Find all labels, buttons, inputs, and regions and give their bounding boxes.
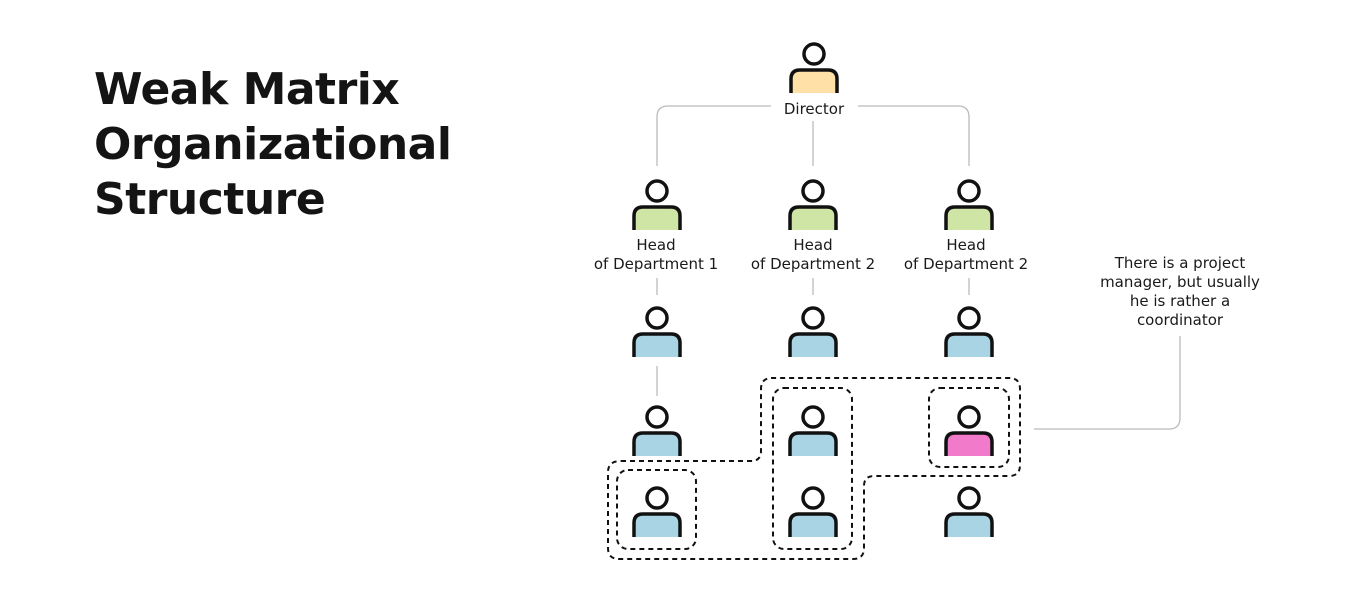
person-body (791, 70, 837, 93)
staff-dept3-row1-person-icon (944, 306, 994, 357)
head-dept2-label-line2: of Department 2 (751, 255, 875, 273)
person-body (634, 514, 680, 537)
person-head (801, 486, 825, 510)
person-head (957, 405, 981, 429)
note-line-3: he is rather a (1130, 292, 1230, 310)
head-dept2-person-icon (788, 179, 838, 230)
person-head (957, 486, 981, 510)
person-body-outline (944, 332, 994, 357)
person-icons (632, 42, 994, 537)
staff-dept1-row2-person-icon (632, 405, 682, 456)
person-body-outline (632, 431, 682, 456)
person-body-outline (788, 512, 838, 537)
person-body-outline (944, 431, 994, 456)
person-body-outline (789, 68, 839, 93)
project-team-outlines (607, 377, 1021, 560)
person-body (946, 334, 992, 357)
person-body (634, 207, 680, 230)
title-line-3: Structure (94, 174, 326, 225)
person-head (645, 179, 669, 203)
project-member-outline-dept1 (616, 469, 697, 550)
diagram-title: Weak Matrix Organizational Structure (94, 62, 452, 227)
note-line-4: coordinator (1137, 311, 1224, 329)
project-manager-outline (928, 387, 1010, 468)
person-head (957, 306, 981, 330)
director-person-icon (789, 42, 839, 93)
head-dept1-label-line2: of Department 1 (594, 255, 718, 273)
person-head (801, 179, 825, 203)
person-body (946, 207, 992, 230)
person-body-outline (632, 332, 682, 357)
note-line-2: manager, but usually (1100, 273, 1260, 291)
director-left-connector (656, 105, 771, 166)
person-body (790, 514, 836, 537)
person-head (801, 306, 825, 330)
connector-lines (656, 105, 1181, 430)
person-body-outline (632, 205, 682, 230)
head-dept3-label-line1: Head (946, 236, 985, 254)
project-members-outline-dept2 (772, 387, 853, 550)
person-head (645, 306, 669, 330)
project-manager-person-icon (944, 405, 994, 456)
person-body-outline (944, 512, 994, 537)
staff-dept3-row3-person-icon (944, 486, 994, 537)
staff-dept2-row1-person-icon (788, 306, 838, 357)
staff-dept2-row2-person-icon (788, 405, 838, 456)
head-dept1-label-line1: Head (636, 236, 675, 254)
staff-dept2-row3-person-icon (788, 486, 838, 537)
title-line-1: Weak Matrix (94, 64, 400, 115)
person-head (801, 405, 825, 429)
person-body (790, 334, 836, 357)
person-body (634, 433, 680, 456)
person-head (802, 42, 826, 66)
head-dept3-label-line2: of Department 2 (904, 255, 1028, 273)
person-body-outline (944, 205, 994, 230)
director-label: Director (784, 100, 845, 118)
person-body-outline (788, 205, 838, 230)
staff-dept1-row3-person-icon (632, 486, 682, 537)
head-dept3-person-icon (944, 179, 994, 230)
person-head (645, 486, 669, 510)
person-body-outline (788, 431, 838, 456)
director-right-connector (858, 105, 970, 166)
person-body (946, 514, 992, 537)
person-body-outline (632, 512, 682, 537)
head-dept1-person-icon (632, 179, 682, 230)
person-head (645, 405, 669, 429)
staff-dept1-row1-person-icon (632, 306, 682, 357)
person-body (946, 433, 992, 456)
note-line-1: There is a project (1114, 254, 1246, 272)
note-connector (1034, 336, 1181, 430)
head-dept2-label-line1: Head (793, 236, 832, 254)
person-body (634, 334, 680, 357)
title-line-2: Organizational (94, 119, 452, 170)
person-head (957, 179, 981, 203)
person-body (790, 207, 836, 230)
person-body (790, 433, 836, 456)
person-body-outline (788, 332, 838, 357)
